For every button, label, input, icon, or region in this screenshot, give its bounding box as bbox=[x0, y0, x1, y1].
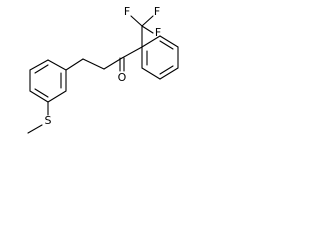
fluorine-atom-label-right: F bbox=[155, 26, 161, 39]
ring-bond bbox=[47, 90, 67, 103]
c-f-bond bbox=[141, 15, 154, 27]
trifluoromethyl-group: F F F bbox=[124, 5, 161, 48]
sulfur-atom-label: S bbox=[45, 114, 52, 127]
ring-double-bond bbox=[159, 40, 174, 50]
ring-double-bond bbox=[34, 64, 49, 74]
fluorine-atom-label-top-left: F bbox=[124, 5, 130, 18]
molecule-canvas: S O bbox=[0, 0, 225, 150]
ring-bond bbox=[47, 59, 67, 71]
c-f-bond bbox=[141, 25, 154, 34]
ch2-ch2-bond bbox=[82, 58, 105, 70]
ring-bond bbox=[159, 67, 179, 80]
ring-bond bbox=[29, 90, 49, 103]
ring-double-bond bbox=[34, 88, 49, 98]
propanone-chain: O bbox=[65, 57, 127, 84]
methylthio-group: S bbox=[27, 101, 52, 134]
oxygen-atom-label: O bbox=[118, 71, 127, 84]
ring-bond bbox=[29, 59, 49, 71]
structure-diagram: S O bbox=[27, 5, 179, 134]
s-methyl-bond bbox=[27, 124, 43, 134]
c-f-bond bbox=[130, 15, 143, 27]
carbonyl-ring-bond bbox=[121, 46, 143, 59]
ring-bond bbox=[159, 35, 179, 48]
ring-bond bbox=[141, 67, 161, 80]
fluorine-atom-label-top-right: F bbox=[154, 5, 160, 18]
ring-bond bbox=[141, 35, 161, 48]
left-benzene-ring bbox=[29, 59, 67, 103]
ring-double-bond bbox=[159, 65, 174, 75]
right-benzene-ring bbox=[121, 35, 179, 80]
ch2-carbonyl-bond bbox=[103, 57, 123, 70]
ring-ch2-bond bbox=[65, 58, 84, 71]
